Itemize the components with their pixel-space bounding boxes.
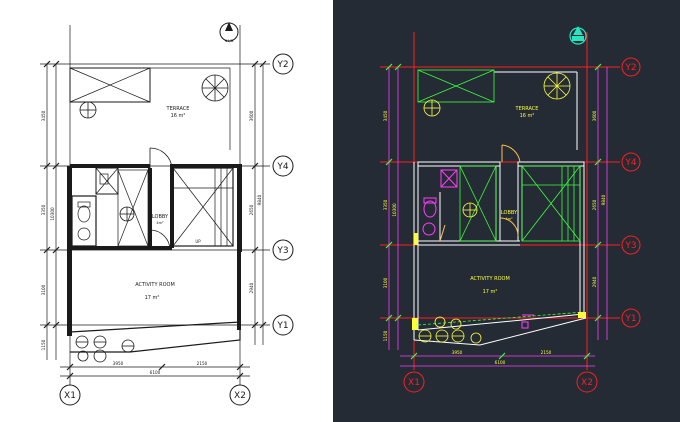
cad-room-area-terrace: 16 m² [520,113,535,119]
room-name-lobby: LOBBY [152,214,169,220]
cad-grid-label-x2: X2 [581,378,593,388]
cad-grid-label-y4: Y4 [624,158,636,168]
cad-dim-bottom-total: 6100 [495,360,506,365]
cad-grid-label-y2: Y2 [624,63,636,73]
grid-label-y1: Y1 [276,321,288,331]
room-name-terrace: TERRACE [166,106,190,112]
dim-left-lower: 3100 [41,284,46,295]
dim-left-bottom: 1150 [41,339,46,350]
dim-right-upper: 3600 [249,110,254,121]
cad-dim-left-bottom: 1150 [383,330,388,341]
cad-floor-plan: Y2 Y4 Y3 Y1 X1 X2 [380,26,641,393]
cad-grid-label-y3: Y3 [624,241,636,251]
cad-dim-left-total: 10300 [392,203,397,217]
cad-dim-bottom-b: 2150 [541,350,552,355]
spiral-stair-icon [79,74,229,222]
dim-left-upper: 3450 [41,110,46,121]
cad-dim-right-upper: 3600 [592,110,597,121]
cad-room-area-lobby: 4m² [505,217,513,221]
paper-floor-plan: N1/B Y2 Y4 Y3 Y1 X1 X2 TERRACE 16 m² LOB… [40,22,294,406]
bottom-plants-icon [75,335,135,363]
grid-label-y4: Y4 [276,162,288,172]
stair-note: UP [195,239,201,244]
grid-label-x2: X2 [234,391,246,401]
cad-room-name-lobby: LOBBY [501,210,518,216]
cad-dim-right-mid: 2650 [592,199,597,210]
grid-label-y3: Y3 [276,246,288,256]
cad-dim-right-total: 9840 [601,194,606,205]
dim-right-total: 9840 [257,194,262,205]
north-tag: N1/B [225,39,234,43]
dim-right-lower: 2940 [249,282,254,293]
north-arrow-icon: N1/B [219,22,239,43]
cad-room-name-activity: ACTIVITY ROOM [470,276,510,282]
room-area-activity: 17 m² [145,295,160,301]
cad-plants-icon [418,72,571,344]
cad-dim-left-mid: 3350 [383,199,388,210]
room-name-activity: ACTIVITY ROOM [135,282,175,288]
cad-dim-bottom-a: 3950 [452,350,463,355]
room-area-lobby: 4m² [156,221,164,225]
cad-grid-label-x1: X1 [408,378,420,388]
cad-room-name-terrace: TERRACE [515,106,539,112]
dim-left-total: 10300 [50,207,55,221]
cad-room-area-activity: 17 m² [483,289,498,295]
cad-dim-left-lower: 3100 [383,277,388,288]
cad-plan-panel: Y2 Y4 Y3 Y1 X1 X2 [333,0,680,422]
grid-label-x1: X1 [64,391,76,401]
dim-bottom-b: 2150 [197,361,208,366]
cad-grid-label-y1: Y1 [624,314,636,324]
cad-dim-right-lower: 2940 [592,276,597,287]
paper-plan-panel: N1/B Y2 Y4 Y3 Y1 X1 X2 TERRACE 16 m² LOB… [0,0,333,422]
dim-bottom-a: 3950 [113,361,124,366]
dim-left-mid: 3350 [41,204,46,215]
cad-north-arrow-icon [569,26,587,45]
room-area-terrace: 16 m² [171,113,186,119]
grid-label-y2: Y2 [276,60,288,70]
dim-bottom-total: 6100 [150,370,161,375]
dim-right-mid: 2650 [249,204,254,215]
cad-dim-left-upper: 3450 [383,110,388,121]
